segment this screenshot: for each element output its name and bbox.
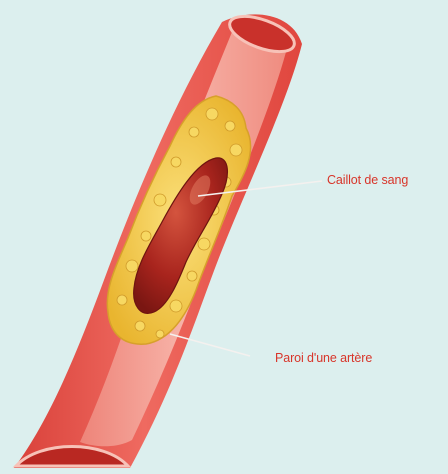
artery-wall-label: Paroi d'une artère bbox=[275, 351, 372, 365]
clot-label: Caillot de sang bbox=[327, 173, 408, 187]
